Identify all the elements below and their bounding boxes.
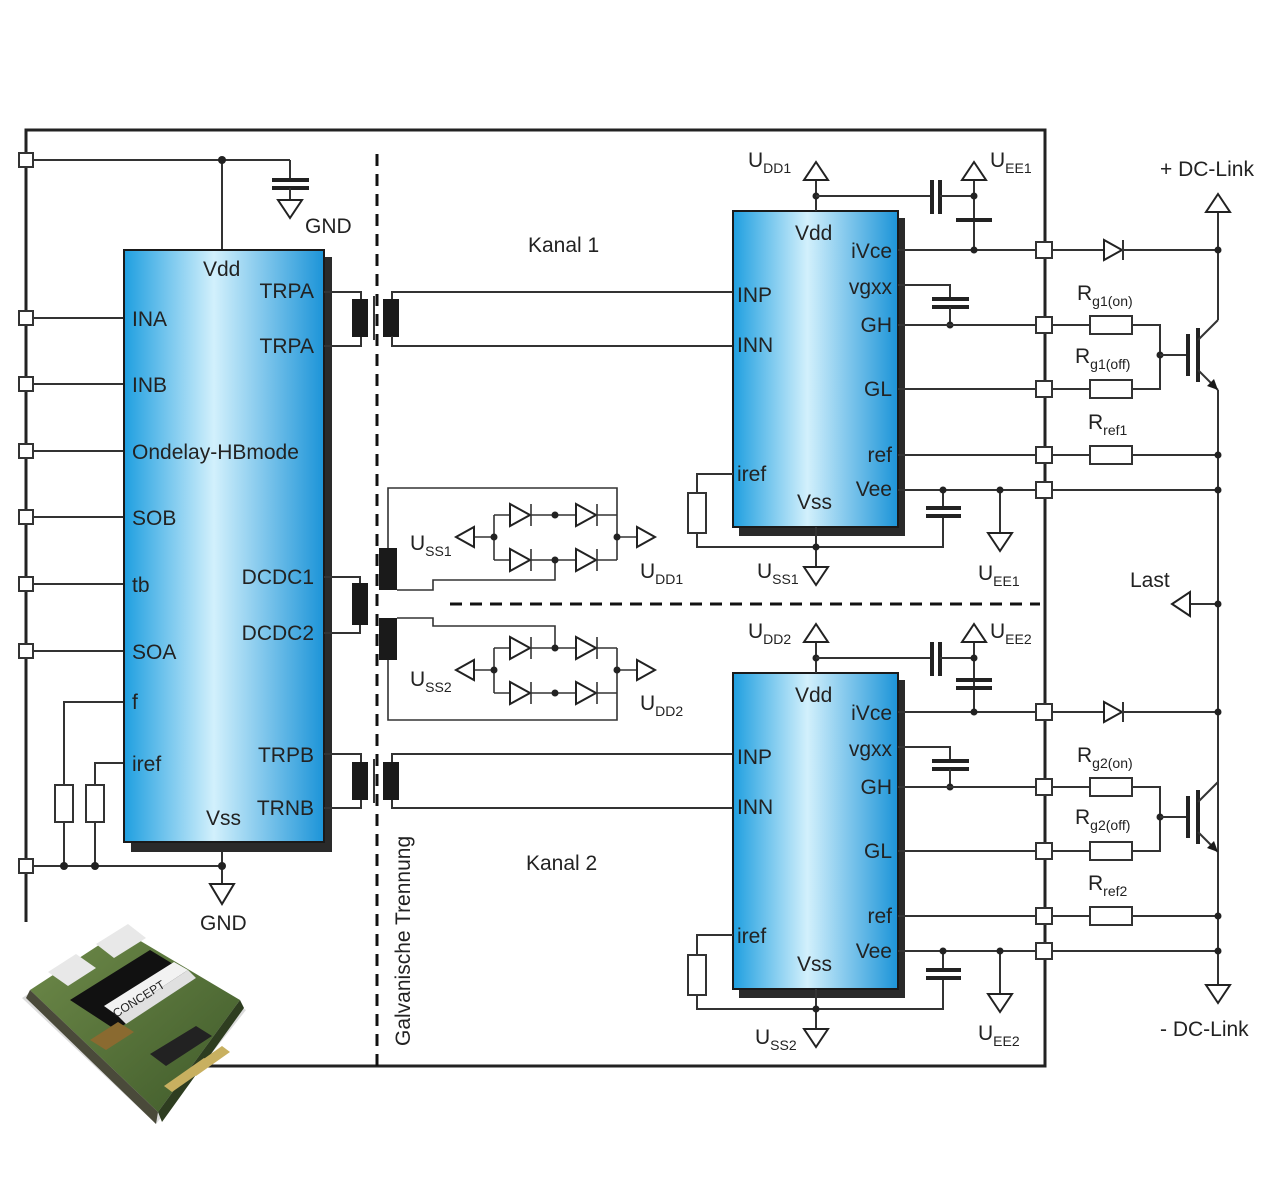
uss1-bottom-label: USS1: [757, 560, 799, 587]
main-ic-pin-sob: SOB: [132, 507, 176, 530]
main-ic-vdd: Vdd: [203, 258, 240, 281]
last-label: Last: [1130, 569, 1170, 592]
driver2-vdd: Vdd: [795, 684, 832, 707]
driver2-pin-inn: INN: [737, 796, 773, 819]
main-ic-pin-inb: INB: [132, 374, 167, 397]
uee2-bottom-label: UEE2: [978, 1022, 1020, 1049]
main-ic-pin-tb: tb: [132, 574, 150, 597]
gnd-symbol-bottom: [208, 883, 236, 906]
driver2-vss: Vss: [797, 953, 832, 976]
driver2-wiring: [687, 622, 1038, 1049]
driver2-pin-vgxx: vgxx: [849, 738, 893, 761]
driver2-pin-vee: Vee: [856, 940, 892, 963]
driver1-pin-inn: INN: [737, 334, 773, 357]
uee1-bottom-label: UEE1: [978, 562, 1020, 589]
rg1on-label: Rg1(on): [1077, 282, 1133, 309]
rectifier-bridge-1: [453, 502, 658, 573]
dc-link-plus-label: + DC-Link: [1160, 158, 1254, 181]
driver1-vss: Vss: [797, 491, 832, 514]
kanal2-label: Kanal 2: [526, 852, 597, 875]
main-ic-pin-dcdc1: DCDC1: [242, 566, 314, 589]
driver1-pin-gh: GH: [861, 314, 893, 337]
main-controller-ic: [123, 249, 332, 852]
uss1-conv-label: USS1: [410, 532, 452, 559]
driver1-pin-gl: GL: [864, 378, 892, 401]
driver-ic-1: [732, 210, 905, 536]
driver1-pin-vee: Vee: [856, 478, 892, 501]
driver2-pin-ivce: iVce: [851, 702, 892, 725]
gnd-top-label: GND: [305, 215, 352, 238]
dc-link-minus-label: - DC-Link: [1160, 1018, 1249, 1041]
main-ic-pin-trpa-2: TRPA: [260, 335, 314, 358]
main-ic-pin-ondelay: Ondelay-HBmode: [132, 441, 299, 464]
rg2on-label: Rg2(on): [1077, 744, 1133, 771]
gnd-capacitor-top: [272, 178, 309, 220]
udd1-top-label: UDD1: [748, 149, 791, 176]
uee1-top-label: UEE1: [990, 149, 1032, 176]
main-ic-pin-f: f: [132, 691, 138, 714]
driver2-pin-ref: ref: [867, 905, 892, 928]
udd1-conv-label: UDD1: [640, 560, 683, 587]
board-frame: [24, 128, 1047, 1068]
gnd-bottom-label: GND: [200, 912, 247, 935]
main-ic-pin-ina: INA: [132, 308, 167, 331]
udd2-conv-label: UDD2: [640, 692, 683, 719]
rg2off-label: Rg2(off): [1075, 806, 1130, 833]
signal-transformer-2: [324, 753, 733, 809]
driver-module-photo: [22, 924, 246, 1124]
dcdc-transformer: [324, 487, 618, 721]
driver1-wiring: [687, 160, 1038, 587]
main-ic-pin-trpa-1: TRPA: [260, 280, 314, 303]
udd2-top-label: UDD2: [748, 620, 791, 647]
driver2-pin-gl: GL: [864, 840, 892, 863]
power-stage-top: [1052, 192, 1232, 990]
uss2-bottom-label: USS2: [755, 1026, 797, 1053]
driver2-pin-gh: GH: [861, 776, 893, 799]
rref1-label: Rref1: [1088, 411, 1128, 438]
driver2-pin-inp: INP: [737, 746, 772, 769]
uss2-conv-label: USS2: [410, 668, 452, 695]
rg1off-label: Rg1(off): [1075, 345, 1130, 372]
main-ic-pin-soa: SOA: [132, 641, 176, 664]
driver1-pin-vgxx: vgxx: [849, 276, 893, 299]
signal-transformer-1: [324, 291, 733, 347]
driver1-pin-ivce: iVce: [851, 240, 892, 263]
main-ic-pin-dcdc2: DCDC2: [242, 622, 314, 645]
kanal1-label: Kanal 1: [528, 234, 599, 257]
driver-ic-2: [732, 672, 905, 998]
left-connector-wiring: [26, 156, 291, 884]
rref2-label: Rref2: [1088, 872, 1128, 899]
iref-resistors-left: [54, 784, 105, 823]
driver1-pin-iref: iref: [737, 463, 766, 486]
connector-pins-right: [1035, 241, 1053, 960]
rectifier-bridge-2: [453, 635, 658, 706]
driver1-pin-ref: ref: [867, 444, 892, 467]
driver1-pin-inp: INP: [737, 284, 772, 307]
main-ic-pin-trpb: TRPB: [258, 744, 314, 767]
main-ic-pin-iref: iref: [132, 753, 161, 776]
driver1-vdd: Vdd: [795, 222, 832, 245]
isolation-label: Galvanische Trennung: [392, 836, 415, 1046]
main-ic-vss: Vss: [206, 807, 241, 830]
connector-pins-left: [18, 152, 34, 874]
driver2-pin-iref: iref: [737, 925, 766, 948]
uee2-top-label: UEE2: [990, 620, 1032, 647]
main-ic-pin-trnb: TRNB: [257, 797, 314, 820]
power-stage-bottom: [1052, 700, 1232, 1005]
